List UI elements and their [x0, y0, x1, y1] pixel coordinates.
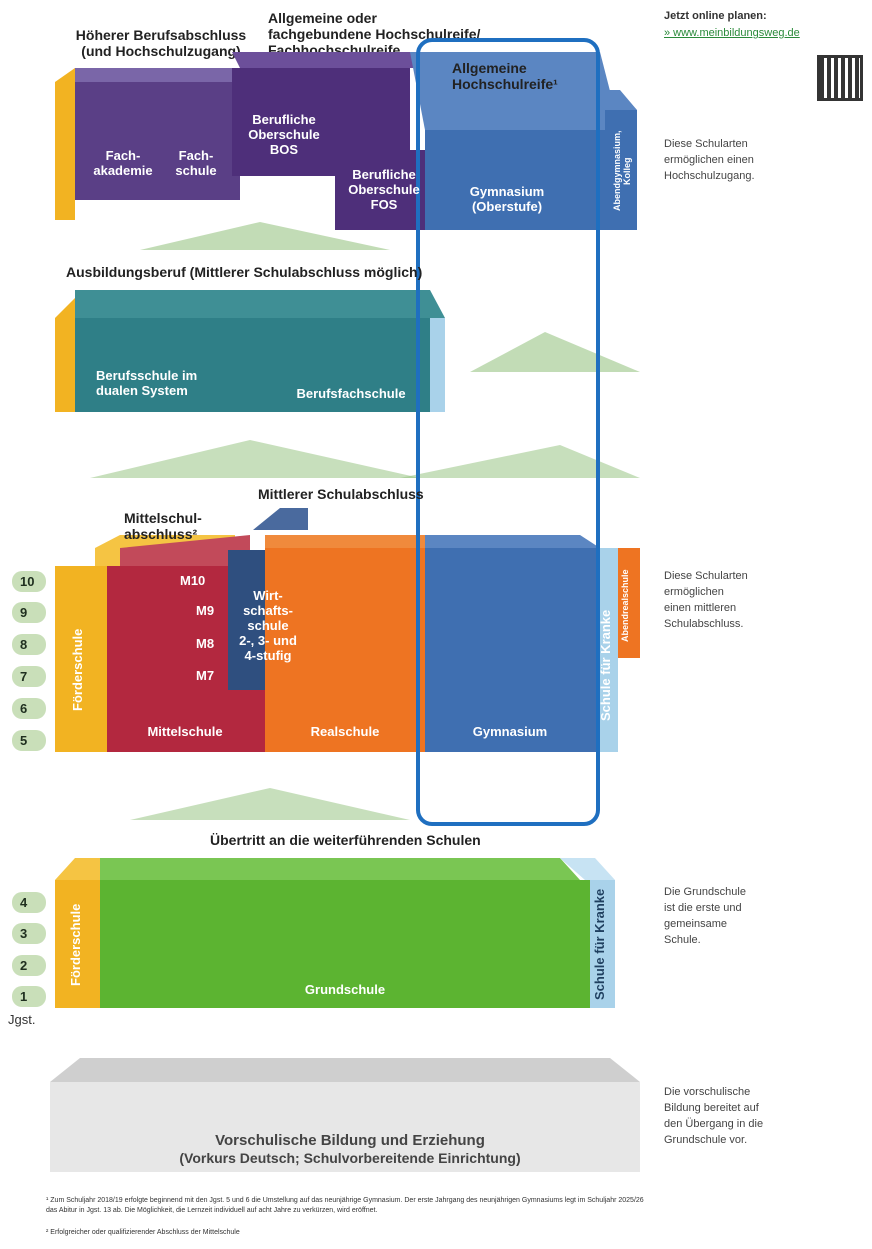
grade-1: 1 — [12, 986, 46, 1007]
grundschule-block — [100, 880, 590, 1008]
m8-label: M8 — [196, 636, 215, 651]
wirtschaftsschule-label: Wirt- schafts- schule 2-, 3- und 4-stufi… — [239, 588, 297, 663]
online-link[interactable]: » www.meinbildungsweg.de — [664, 27, 800, 39]
grade-3: 3 — [12, 923, 46, 944]
preschool-title: Vorschulische Bildung und Erziehung — [215, 1132, 485, 1149]
foerderschule-primary-label: Förderschule — [68, 903, 83, 987]
berufsfachschule-label: Berufsfachschule — [296, 386, 406, 401]
grundschule-label: Grundschule — [304, 982, 386, 997]
mittelschule-top — [120, 535, 250, 566]
realschule-block — [265, 548, 430, 752]
online-title: Jetzt online planen: — [664, 10, 767, 22]
ausbildung-heading: Ausbildungsberuf (Mittlerer Schulabschlu… — [66, 264, 423, 280]
ausbildung-block — [75, 318, 430, 412]
ausbildung-yellow-edge — [55, 298, 75, 412]
mittelschule-label: Mittelschule — [147, 724, 223, 739]
mittelschulabschluss-heading: Mittelschul- abschluss² — [124, 510, 202, 542]
realschule-top — [265, 535, 445, 548]
grade-4: 4 — [12, 892, 46, 913]
primary-lightblue-top — [560, 858, 615, 880]
fos-block — [335, 150, 425, 230]
hoeherer-berufsabschluss-heading: Höherer Berufsabschluss (und Hochschulzu… — [75, 27, 247, 59]
footnote-1: ¹ Zum Schuljahr 2018/19 erfolgte beginne… — [46, 1197, 644, 1214]
fachakademie-top — [75, 68, 240, 82]
berufsschule-label: Berufsschule im dualen System — [96, 368, 198, 398]
schule-kranke-mid-label: Schule für Kranke — [598, 609, 613, 721]
fachakademie-block — [75, 82, 240, 200]
schule-kranke-primary-label: Schule für Kranke — [592, 888, 607, 1000]
foerderschule-block — [55, 566, 107, 752]
preschool-subtitle: (Vorkurs Deutsch; Schulvorbereitende Ein… — [179, 1150, 521, 1166]
mittlerer-schulabschluss-heading: Mittlerer Schulabschluss — [258, 486, 424, 502]
side-note-mittlerer: Diese Schularten ermöglichen einen mittl… — [664, 570, 748, 630]
kranke-block-mid — [598, 548, 618, 752]
grade-6: 6 — [12, 698, 46, 719]
gymn-oberstufe-block — [425, 130, 605, 230]
side-note-hochschul: Diese Schularten ermöglichen einen Hochs… — [664, 138, 755, 182]
jgst-label: Jgst. — [8, 1012, 36, 1027]
qr-code-icon — [817, 55, 863, 101]
hill-4 — [400, 445, 640, 478]
gymnasium-block — [425, 548, 600, 752]
fos-label: Berufliche Oberschule FOS — [348, 167, 420, 212]
gymnasium-oberstufe-label: Gymnasium (Oberstufe) — [469, 184, 545, 214]
bos-top — [232, 52, 425, 68]
hill-5 — [130, 788, 410, 820]
grade-7: 7 — [12, 666, 46, 687]
primary-foerderschule — [55, 880, 103, 1008]
footnote-2: ² Erfolgreicher oder qualifizierender Ab… — [46, 1229, 240, 1236]
uebertritt-heading: Übertritt an die weiterführenden Schulen — [210, 832, 481, 848]
m7-label: M7 — [196, 668, 215, 683]
grade-10: 10 — [12, 571, 46, 592]
primary-yellow-top — [55, 858, 110, 880]
abendrealschule-block — [618, 548, 640, 658]
kolleg-label: Abendgymnasium, Kolleg — [612, 130, 632, 212]
primary-kranke — [590, 880, 615, 1008]
hill-3 — [90, 440, 420, 478]
ausbildung-lightblue — [430, 318, 445, 412]
hill-2 — [470, 332, 640, 372]
gymnasium-top — [425, 535, 600, 548]
side-note-vorschule: Die vorschulische Bildung bereitet auf d… — [664, 1086, 764, 1146]
wirtschaftsschule-top — [253, 508, 308, 530]
gymnasium-label: Gymnasium — [472, 724, 548, 739]
foerderschule-mid-label: Förderschule — [70, 628, 85, 712]
highlight-frame — [416, 38, 600, 826]
grade-5: 5 — [12, 730, 46, 751]
preschool-top — [50, 1058, 640, 1082]
m9-label: M9 — [196, 603, 215, 618]
hill-1 — [140, 222, 390, 250]
fachakademie-label: Fach- akademie — [93, 148, 153, 178]
grundschule-top — [100, 858, 580, 880]
kolleg-block — [605, 110, 637, 230]
grade-8: 8 — [12, 634, 46, 655]
top-left-yellow-edge — [55, 68, 75, 220]
bos-label: Berufliche Oberschule BOS — [248, 112, 320, 157]
ausbildung-top — [75, 290, 445, 318]
fachschule-label: Fach- schule — [175, 148, 217, 178]
grade-9: 9 — [12, 602, 46, 623]
preschool-block — [50, 1082, 640, 1172]
gymn-oberstufe-top — [410, 52, 620, 130]
side-note-grundschule: Die Grundschule ist die erste und gemein… — [664, 886, 746, 946]
grade-2: 2 — [12, 955, 46, 976]
allg-hochschulreife-label: Allgemeine Hochschulreife¹ — [452, 60, 558, 92]
m10-label: M10 — [180, 573, 206, 588]
abendrealschule-label: Abendrealschule — [620, 569, 630, 643]
realschule-label: Realschule — [310, 724, 380, 739]
